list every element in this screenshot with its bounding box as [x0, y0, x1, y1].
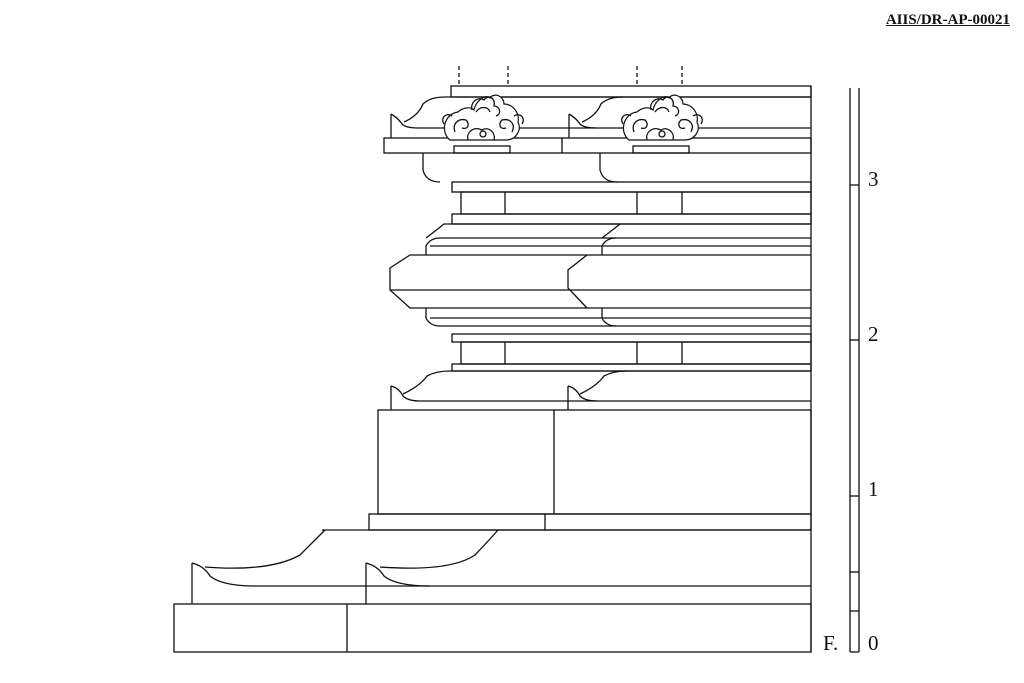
- plinth-cyma-moulding: [191, 529, 811, 604]
- die-block: [377, 409, 812, 515]
- foliate-ornament-left: [442, 66, 524, 154]
- scale-bar: [849, 88, 860, 653]
- plinth-base-course: [173, 603, 812, 653]
- scale-tick-label-1: 1: [868, 477, 879, 501]
- lower-recess-band: [451, 333, 812, 372]
- lower-cornice-moulding: [390, 370, 811, 410]
- scale-tick-label-2: 2: [868, 322, 879, 346]
- plinth-fillet-course: [368, 513, 812, 531]
- floor-level-label: F.: [823, 631, 838, 655]
- document-id-label: AIIS/DR-AP-00021: [885, 12, 1010, 28]
- central-torus-moulding: [389, 237, 811, 327]
- scale-tick-label-3: 3: [868, 167, 879, 191]
- foliate-ornament-right: [621, 66, 703, 154]
- scale-tick-label-0: 0: [868, 631, 879, 655]
- upper-recess-band: [425, 181, 812, 239]
